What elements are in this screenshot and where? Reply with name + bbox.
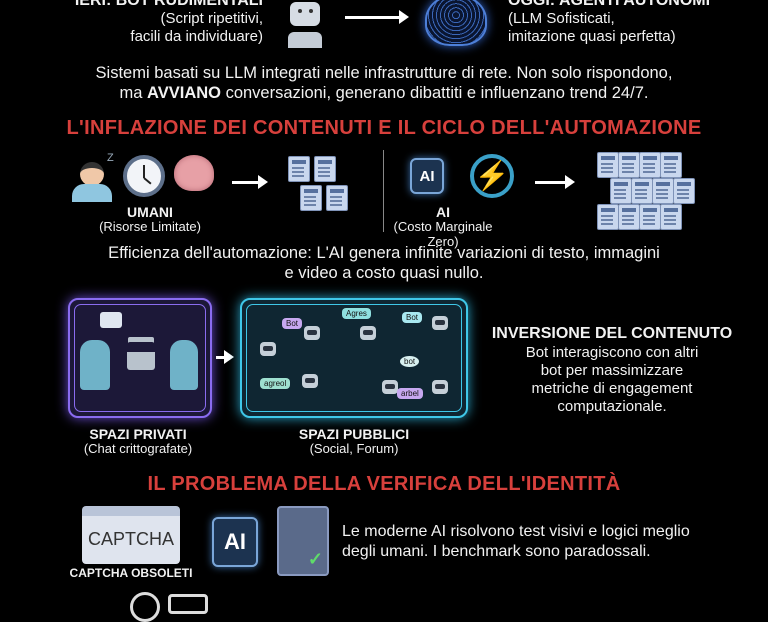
document-icon <box>639 152 661 178</box>
captcha-label: CAPTCHA OBSOLETI <box>69 566 193 580</box>
right-title: OGGI: AGENTI AUTONOMI <box>508 0 711 9</box>
section-heading-content-inflation: L'INFLAZIONE DEI CONTENUTI E IL CICLO DE… <box>66 117 702 139</box>
ai-label: AI <box>436 204 450 220</box>
inversion-title: INVERSIONE DEL CONTENUTO <box>491 325 733 342</box>
section-heading-identity-verification: IL PROBLEMA DELLA VERIFICA DELL'IDENTITÀ <box>147 473 621 495</box>
public-sub: (Social, Forum) <box>309 441 399 456</box>
partial-icon <box>168 594 208 614</box>
bot-icon <box>382 380 398 394</box>
verification-text: Le moderne AI risolvono test visivi e lo… <box>342 522 690 562</box>
verification-line: Le moderne AI risolvono test visivi e lo… <box>342 523 690 540</box>
public-spaces-panel: Bot Agres Bot agreol bot arbel <box>240 298 468 418</box>
arrow-icon <box>232 175 268 189</box>
image-verification-icon: ✓ <box>277 506 329 576</box>
person-icon <box>170 340 198 390</box>
efficiency-line2: e video a costo quasi nullo. <box>284 264 484 282</box>
chat-bubble: Bot <box>402 312 423 323</box>
intro-text: conversazioni, generano dibattiti e infl… <box>221 84 649 102</box>
inversion-line: metriche di engagement <box>531 380 693 397</box>
arrow-icon <box>345 10 409 24</box>
arrow-icon <box>535 175 575 189</box>
bot-icon <box>304 326 320 340</box>
divider <box>383 150 384 232</box>
efficiency-line1: Efficienza dell'automazione: L'AI genera… <box>108 244 660 262</box>
robot-icon <box>286 0 326 48</box>
sleepy-person-icon: Z <box>70 152 114 202</box>
document-icon <box>660 152 682 178</box>
bot-icon <box>360 326 376 340</box>
document-icon <box>597 152 619 178</box>
left-title: IERI: BOT RUDIMENTALI <box>74 0 263 9</box>
partial-icon <box>130 592 160 622</box>
intro-emphasis: AVVIANO <box>147 84 221 102</box>
left-sub2: facili da individuare) <box>130 28 263 45</box>
brain-icon <box>174 155 214 191</box>
public-label: SPAZI PUBBLICI <box>298 426 410 442</box>
right-sub1: (LLM Sofisticati, <box>508 10 615 27</box>
chat-bubble-icon <box>100 312 122 328</box>
bot-icon <box>432 380 448 394</box>
right-sub2: imitazione quasi perfetta) <box>508 28 676 45</box>
document-icon <box>673 178 695 204</box>
humans-label: UMANI <box>127 204 173 220</box>
document-icon <box>314 156 336 182</box>
ai-chip-icon: AI <box>410 158 444 194</box>
document-icon <box>652 178 674 204</box>
verification-line: degli umani. I benchmark sono paradossal… <box>342 543 651 560</box>
check-icon: ✓ <box>307 549 323 569</box>
broken-captcha-icon: CAPTCHA <box>82 506 180 564</box>
chat-bubble: Bot <box>282 318 303 329</box>
bot-icon <box>260 342 276 356</box>
private-label: SPAZI PRIVATI <box>89 426 187 442</box>
bot-icon <box>432 316 448 330</box>
inversion-line: computazionale. <box>557 398 667 415</box>
chat-bubble: agreol <box>260 378 291 389</box>
document-icon <box>618 152 640 178</box>
brain-icon <box>425 0 487 46</box>
document-icon <box>618 204 640 230</box>
inversion-text: Bot interagiscono con altri bot per mass… <box>482 344 742 416</box>
document-icon <box>631 178 653 204</box>
document-icon <box>288 156 310 182</box>
intro-line1: Sistemi basati su LLM integrati nelle in… <box>95 64 673 82</box>
sleep-mark: Z <box>107 152 114 164</box>
arrow-icon <box>216 350 234 364</box>
left-sub1: (Script ripetitivi, <box>160 10 263 27</box>
document-icon <box>326 185 348 211</box>
humans-sub: (Risorse Limitate) <box>99 219 201 234</box>
document-icon <box>597 204 619 230</box>
private-sub: (Chat crittografate) <box>83 441 193 456</box>
inversion-line: Bot interagiscono con altri <box>525 344 699 361</box>
lightning-icon: ⚡ <box>470 154 514 198</box>
document-icon <box>639 204 661 230</box>
document-icon <box>660 204 682 230</box>
lock-icon <box>127 342 155 370</box>
document-icon <box>300 185 322 211</box>
chat-bubble: Agres <box>342 308 371 319</box>
bot-icon <box>302 374 318 388</box>
chat-bubble: bot <box>400 356 420 367</box>
chat-bubble: arbel <box>397 388 423 399</box>
inversion-line: bot per massimizzare <box>540 362 684 379</box>
ai-sub: (Costo Marginale Zero) <box>393 219 493 249</box>
clock-icon <box>123 155 165 197</box>
document-icon <box>610 178 632 204</box>
private-spaces-panel <box>68 298 212 418</box>
intro-line2: ma AVVIANO conversazioni, generano dibat… <box>0 83 768 103</box>
intro-text: ma <box>119 84 148 102</box>
person-icon <box>80 340 110 390</box>
ai-chip-icon: AI <box>212 517 258 567</box>
